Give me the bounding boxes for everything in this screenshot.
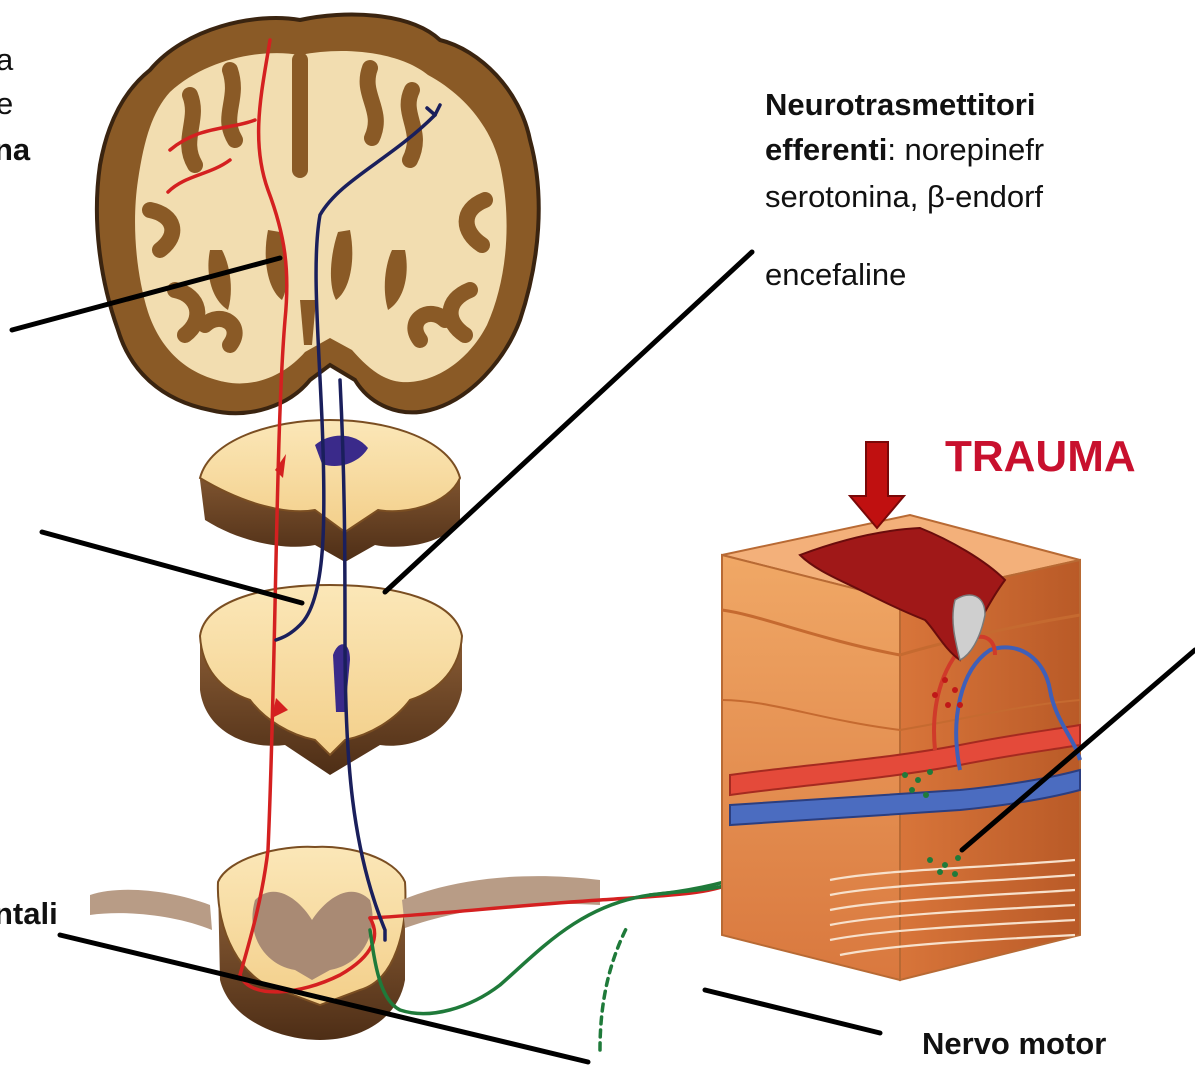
- brainstem-section-upper: [200, 420, 460, 562]
- label-left-line-2: e: [0, 82, 13, 126]
- label-efferenti: efferenti: [765, 132, 887, 167]
- skin-tissue-block: [722, 515, 1080, 980]
- label-segmental: ntali: [0, 892, 58, 936]
- label-norepinephrine: : norepinefr: [887, 132, 1044, 167]
- label-left-line-3: na: [0, 128, 30, 172]
- label-neurotransmitters-line-4: encefaline: [765, 252, 906, 298]
- label-left-line-1: a: [0, 38, 13, 82]
- label-neurotransmitters-line-3: serotonina, β-endorf: [765, 174, 1043, 220]
- label-trauma: TRAUMA: [945, 432, 1136, 482]
- spinal-cord-section-lower: [90, 847, 600, 1040]
- label-neurotransmitters-title: Neurotrasmettitori: [765, 82, 1035, 128]
- label-motor-nerve: Nervo motor: [922, 1022, 1106, 1066]
- trauma-arrow: [850, 442, 904, 528]
- label-neurotransmitters-line-2: efferenti: norepinefr: [765, 127, 1044, 173]
- leader-line-motor: [705, 990, 880, 1033]
- spinal-cord-section-middle: [200, 585, 462, 775]
- spinal-nerve-root-left: [90, 890, 212, 930]
